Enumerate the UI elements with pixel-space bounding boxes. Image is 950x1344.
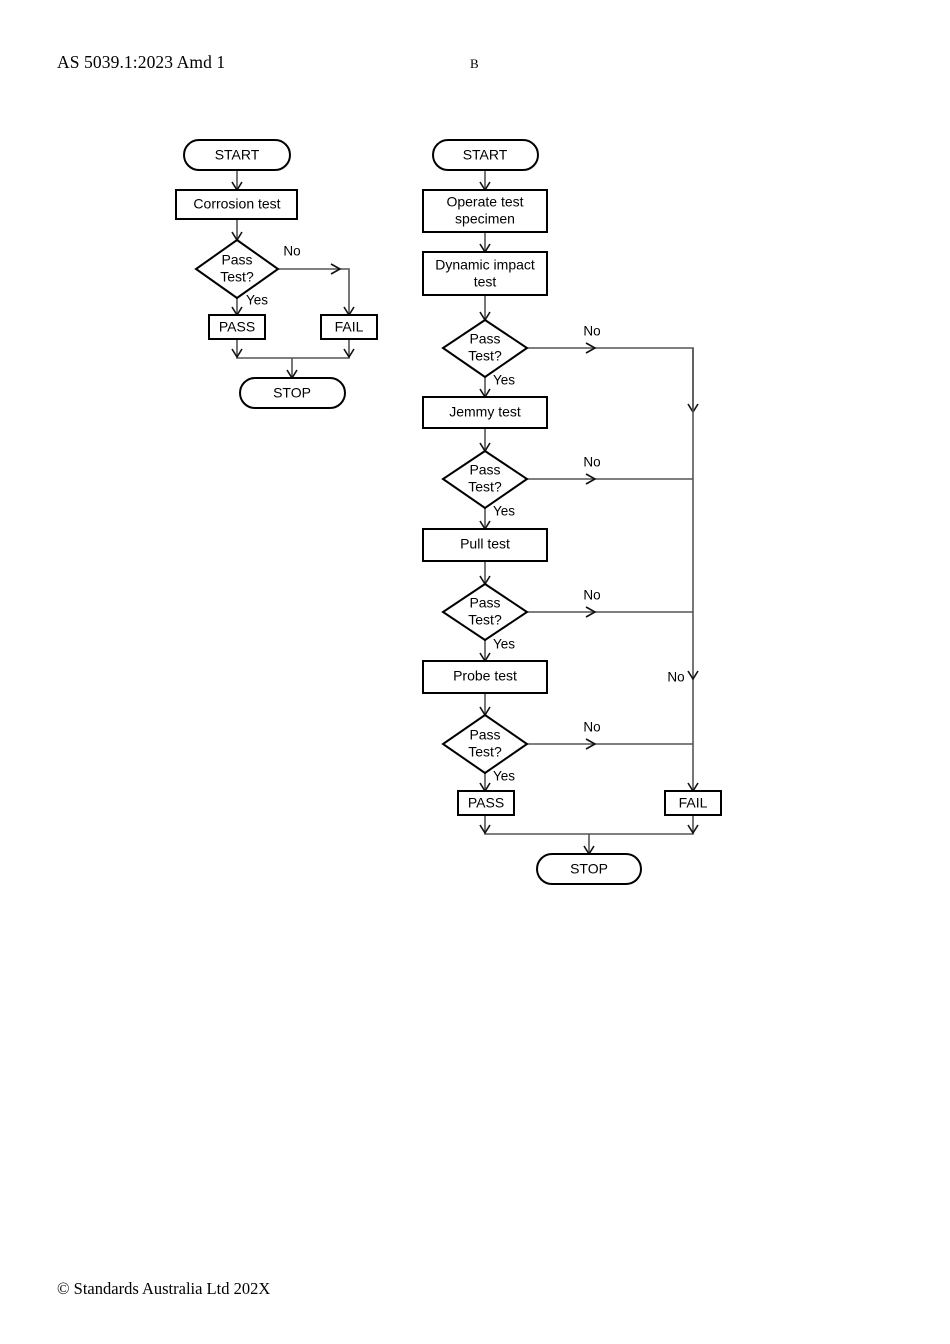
node-stop[interactable]: STOP <box>239 377 346 409</box>
edge-label-no: No <box>283 244 300 259</box>
node-label: Jemmy test <box>449 404 521 420</box>
page-header-appendix-letter: B <box>470 56 479 71</box>
arrowhead-merge-right <box>343 348 355 359</box>
node-pull-test[interactable]: Pull test <box>422 528 548 562</box>
corrosion-test-flowchart: START Corrosion test Pass Test? PASS FAI… <box>175 139 378 409</box>
node-label-line2: Test? <box>468 479 502 495</box>
node-start[interactable]: START <box>183 139 291 171</box>
page-footer-copyright: © Standards Australia Ltd 202X <box>57 1279 271 1298</box>
corrosion-connectors <box>231 170 355 380</box>
node-label: START <box>463 147 508 163</box>
edge-label-no-rail: No <box>667 670 684 685</box>
node-label: PASS <box>219 319 255 335</box>
arrowhead-q2-no-right <box>585 473 597 485</box>
node-label: Corrosion test <box>193 196 280 212</box>
node-label-line1: Dynamic impact <box>435 257 535 273</box>
arrowhead-merge-left <box>479 824 491 835</box>
edge-label-yes-1: Yes <box>493 373 515 388</box>
arrowhead-q3-no-right <box>585 606 597 618</box>
edge-merge-pass-fail <box>484 814 694 835</box>
node-pass-test-decision-4[interactable]: Pass Test? <box>441 713 529 775</box>
node-label: STOP <box>570 861 608 877</box>
edge-q-no-to-fail <box>278 268 350 314</box>
node-label: STOP <box>273 385 311 401</box>
node-pass-test-decision-1[interactable]: Pass Test? <box>441 318 529 379</box>
main-test-flowchart: START Operate test specimen Dynamic impa… <box>422 139 722 885</box>
node-jemmy-test[interactable]: Jemmy test <box>422 396 548 429</box>
node-probe-test[interactable]: Probe test <box>422 660 548 694</box>
node-pass-result[interactable]: PASS <box>457 790 515 816</box>
node-label-line1: Pass <box>469 727 500 743</box>
arrowhead-q4-no-right <box>585 738 597 750</box>
edge-label-yes-2: Yes <box>493 504 515 519</box>
node-label: FAIL <box>335 319 364 335</box>
node-label-line2: Test? <box>468 744 502 760</box>
node-pass-test-decision[interactable]: Pass Test? <box>194 238 280 300</box>
node-stop[interactable]: STOP <box>536 853 642 885</box>
node-label-line2: Test? <box>468 612 502 628</box>
node-label: START <box>215 147 260 163</box>
arrowhead-rail-2 <box>687 670 699 681</box>
node-corrosion-test[interactable]: Corrosion test <box>175 189 298 220</box>
node-pass-test-decision-2[interactable]: Pass Test? <box>441 449 529 510</box>
edge-merge-pass-fail <box>236 339 350 359</box>
edge-label-yes-4: Yes <box>493 769 515 784</box>
edge-q1-no <box>527 347 694 411</box>
node-label-line2: specimen <box>455 211 515 227</box>
node-label: Probe test <box>453 668 517 684</box>
node-start[interactable]: START <box>432 139 539 171</box>
edge-label-no-4: No <box>583 720 600 735</box>
arrowhead-merge-left <box>231 348 243 359</box>
arrowhead-merge-right <box>687 824 699 835</box>
node-fail-result[interactable]: FAIL <box>320 314 378 340</box>
edge-label-no-1: No <box>583 324 600 339</box>
arrowhead-no-right <box>330 263 342 275</box>
edge-label-no-3: No <box>583 588 600 603</box>
node-label-line1: Pass <box>469 462 500 478</box>
node-label-line1: Pass <box>221 252 252 268</box>
page-header-left: AS 5039.1:2023 Amd 1 <box>57 52 226 72</box>
node-label-line2: Test? <box>220 269 254 285</box>
node-label: PASS <box>468 795 504 811</box>
node-fail-result[interactable]: FAIL <box>664 790 722 816</box>
edge-label-no-2: No <box>583 455 600 470</box>
node-pass-test-decision-3[interactable]: Pass Test? <box>441 582 529 642</box>
node-pass-result[interactable]: PASS <box>208 314 266 340</box>
node-dynamic-impact-test[interactable]: Dynamic impact test <box>422 251 548 296</box>
edge-label-yes: Yes <box>246 293 268 308</box>
node-operate-test-specimen[interactable]: Operate test specimen <box>422 189 548 233</box>
node-label-line1: Pass <box>469 595 500 611</box>
arrowhead-q1-no-right <box>585 342 597 354</box>
node-label: Pull test <box>460 536 510 552</box>
edge-label-yes-3: Yes <box>493 637 515 652</box>
node-label-line1: Operate test <box>446 194 523 210</box>
node-label: FAIL <box>679 795 708 811</box>
node-label-line2: test <box>474 274 497 290</box>
node-label-line2: Test? <box>468 348 502 364</box>
node-label-line1: Pass <box>469 331 500 347</box>
